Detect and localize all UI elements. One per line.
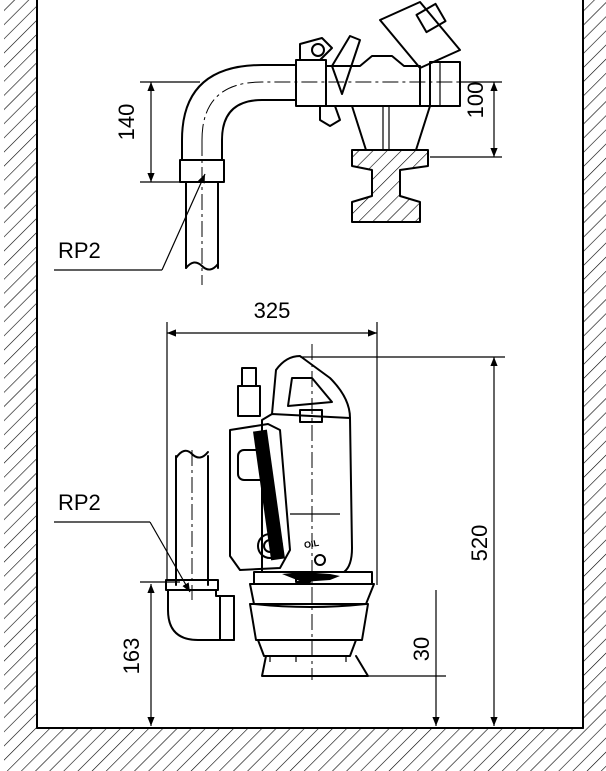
pit-floor <box>4 727 606 771</box>
dimension-163: 163 <box>119 581 180 726</box>
inlet-elbow <box>165 579 235 641</box>
riser-pipe-upper <box>185 181 219 271</box>
dimension-100: 100 <box>430 81 502 158</box>
dimension-30: 30 <box>368 590 446 726</box>
valve-bracket <box>351 105 431 151</box>
pump-handle <box>271 355 351 419</box>
dimension-140-label: 140 <box>114 104 139 141</box>
thread-callout-upper: RP2 <box>54 173 206 271</box>
dimension-163-label: 163 <box>119 638 144 675</box>
dimension-520-label: 520 <box>467 525 492 562</box>
coupling-claw <box>229 423 291 571</box>
pump-foot <box>261 655 369 677</box>
thread-label-upper: RP2 <box>58 238 101 263</box>
dimension-520: 520 <box>300 356 505 726</box>
dimension-325: 325 <box>166 298 378 585</box>
dimension-30-label: 30 <box>409 637 434 661</box>
valve-body <box>295 1 461 127</box>
pit-right-wall <box>582 0 606 729</box>
thread-label-lower: RP2 <box>58 490 101 515</box>
dimension-325-label: 325 <box>254 298 291 323</box>
dimension-140: 140 <box>114 81 200 183</box>
thread-callout-lower: RP2 <box>54 490 191 593</box>
riser-pipe-lower <box>175 449 209 600</box>
dimension-100-label: 100 <box>463 82 488 119</box>
guide-rail-section <box>351 149 429 223</box>
pit-left-wall <box>4 0 38 729</box>
discharge-bend-pipe <box>181 64 470 285</box>
cable-gland <box>237 367 261 417</box>
pump-volute <box>249 571 375 662</box>
